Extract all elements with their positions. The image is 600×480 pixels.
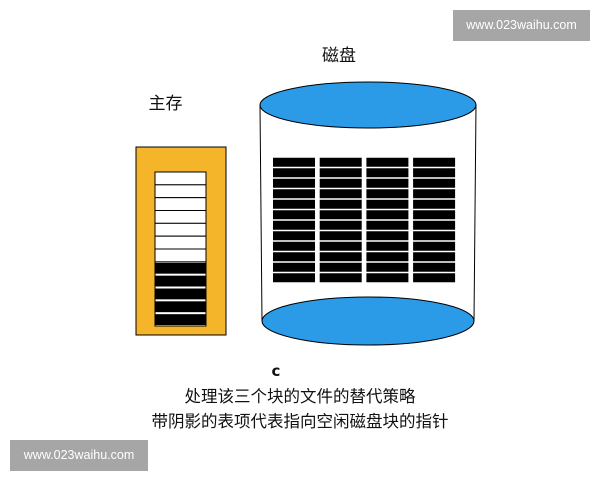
caption-line-2: 带阴影的表项代表指向空闲磁盘块的指针 bbox=[151, 412, 449, 431]
disk-entry-shaded bbox=[273, 220, 315, 230]
disk-block bbox=[413, 157, 456, 283]
disk-entry-shaded bbox=[413, 168, 456, 178]
memory-entry-shaded bbox=[155, 275, 206, 287]
memory-block-entries bbox=[154, 171, 207, 325]
disk-entry-shaded bbox=[366, 231, 409, 241]
disk-entry-shaded bbox=[319, 241, 362, 251]
disk-entry-shaded bbox=[366, 199, 409, 209]
disk-entry-shaded bbox=[273, 178, 315, 188]
memory-block-outline bbox=[154, 171, 207, 327]
watermark-bottom-left: www.023waihu.com bbox=[10, 440, 148, 471]
disk-entry-shaded bbox=[319, 220, 362, 230]
disk-entry-shaded bbox=[319, 252, 362, 262]
disk-entry-shaded bbox=[319, 231, 362, 241]
disk-cylinder-left-edge bbox=[259, 104, 263, 322]
disk-entry-shaded bbox=[273, 273, 315, 283]
disk-entry-shaded bbox=[319, 262, 362, 272]
disk-entry-shaded bbox=[366, 189, 409, 199]
memory-entry-shaded bbox=[155, 301, 206, 313]
disk-entry-shaded bbox=[273, 210, 315, 220]
disk-entry-shaded bbox=[273, 231, 315, 241]
memory-entry-empty bbox=[154, 171, 207, 186]
disk-entry-shaded bbox=[413, 262, 456, 272]
caption-line-1: 处理该三个块的文件的替代策略 bbox=[184, 387, 416, 406]
disk-entry-shaded bbox=[273, 168, 315, 178]
memory-label: 主存 bbox=[148, 94, 183, 114]
disk-blocks bbox=[273, 157, 456, 283]
disk-entry-shaded bbox=[273, 157, 315, 167]
memory-entry-empty bbox=[154, 210, 207, 224]
disk-entry-shaded bbox=[273, 199, 315, 209]
disk-entry-shaded bbox=[366, 178, 409, 188]
memory-entry-empty bbox=[154, 197, 207, 211]
disk-entry-shaded bbox=[273, 252, 315, 262]
disk-entry-shaded bbox=[366, 241, 409, 251]
disk-entry-shaded bbox=[413, 189, 456, 199]
disk-entry-shaded bbox=[366, 157, 409, 167]
disk-entry-shaded bbox=[413, 252, 456, 262]
disk-cylinder-right-edge bbox=[473, 104, 477, 322]
disk-entry-shaded bbox=[273, 262, 315, 272]
disk-entry-shaded bbox=[366, 220, 409, 230]
main-memory bbox=[135, 146, 227, 336]
disk-entry-shaded bbox=[413, 157, 456, 167]
memory-entry-empty bbox=[154, 235, 207, 250]
disk-entry-shaded bbox=[366, 262, 409, 272]
memory-entry-empty bbox=[154, 222, 207, 237]
disk-entry-shaded bbox=[413, 241, 456, 251]
memory-entry-shaded bbox=[155, 262, 206, 274]
disk-entry-shaded bbox=[319, 189, 362, 199]
disk-entry-shaded bbox=[366, 273, 409, 283]
disk-entry-shaded bbox=[273, 189, 315, 199]
disk-block bbox=[273, 157, 315, 283]
disk-entry-shaded bbox=[366, 252, 409, 262]
disk-entry-shaded bbox=[366, 168, 409, 178]
disk-entry-shaded bbox=[319, 168, 362, 178]
disk-entry-shaded bbox=[413, 273, 456, 283]
figure-part-label: c bbox=[271, 362, 281, 380]
disk-entry-shaded bbox=[413, 199, 456, 209]
disk-top-ellipse bbox=[259, 81, 477, 129]
disk-entry-shaded bbox=[319, 157, 362, 167]
disk-entry-shaded bbox=[319, 210, 362, 220]
memory-entry-shaded bbox=[155, 314, 206, 325]
disk-entry-shaded bbox=[413, 178, 456, 188]
disk-entry-shaded bbox=[319, 199, 362, 209]
disk-block bbox=[319, 157, 362, 283]
disk bbox=[259, 81, 477, 346]
disk-entry-shaded bbox=[273, 241, 315, 251]
memory-entry-empty bbox=[154, 248, 207, 263]
disk-entry-shaded bbox=[413, 231, 456, 241]
disk-bottom-ellipse bbox=[261, 296, 475, 346]
memory-entry-shaded bbox=[155, 288, 206, 300]
disk-label: 磁盘 bbox=[322, 46, 356, 66]
disk-entry-shaded bbox=[413, 220, 456, 230]
memory-entry-empty bbox=[154, 184, 207, 199]
watermark-top-right: www.023waihu.com bbox=[453, 10, 590, 41]
disk-entry-shaded bbox=[319, 273, 362, 283]
disk-entry-shaded bbox=[366, 210, 409, 220]
disk-block bbox=[366, 157, 409, 283]
disk-entry-shaded bbox=[319, 178, 362, 188]
disk-entry-shaded bbox=[413, 210, 456, 220]
